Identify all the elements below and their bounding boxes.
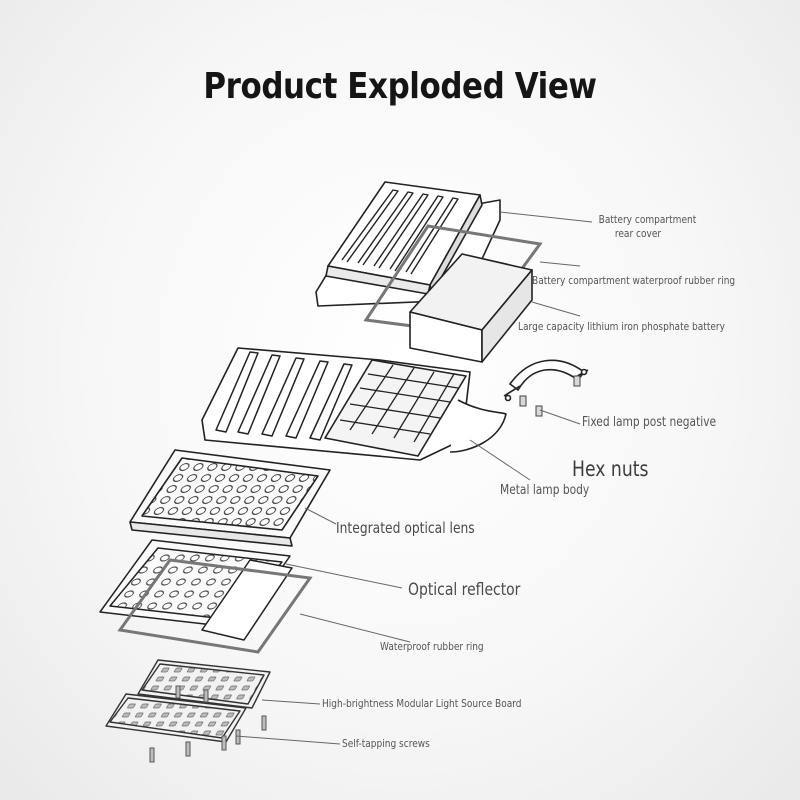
leader-lines: [235, 211, 593, 745]
metal-lamp-body: [201, 347, 507, 461]
label-screws: Self-tapping screws: [342, 737, 430, 750]
label-optical-reflector: Optical reflector: [408, 580, 521, 600]
waterproof-rubber-ring: [117, 558, 313, 654]
self-tapping-screws: [149, 685, 267, 763]
battery: [409, 253, 533, 363]
label-optical-lens: Integrated optical lens: [336, 519, 475, 537]
hex-nuts: [519, 375, 581, 417]
light-source-board: [105, 659, 271, 743]
label-lamp-body: Metal lamp body: [500, 483, 590, 498]
label-light-source-board: High-brightness Modular Light Source Boa…: [322, 697, 522, 710]
label-battery: Large capacity lithium iron phosphate ba…: [518, 320, 725, 333]
label-lamp-post: Fixed lamp post negative: [582, 415, 717, 430]
integrated-optical-lens: [129, 449, 331, 547]
label-battery-rear-cover: Battery compartment rear cover: [598, 213, 697, 241]
label-waterproof-ring: Waterproof rubber ring: [380, 640, 484, 653]
optical-reflector: [99, 539, 293, 641]
label-battery-rear-cover-line1: Battery compartment: [598, 213, 697, 226]
page-title: Product Exploded View: [203, 66, 597, 107]
label-battery-rear-cover-line2: rear cover: [614, 226, 662, 240]
label-battery-rubber-ring: Battery compartment waterproof rubber ri…: [532, 274, 736, 287]
label-hex-nuts: Hex nuts: [572, 457, 649, 481]
